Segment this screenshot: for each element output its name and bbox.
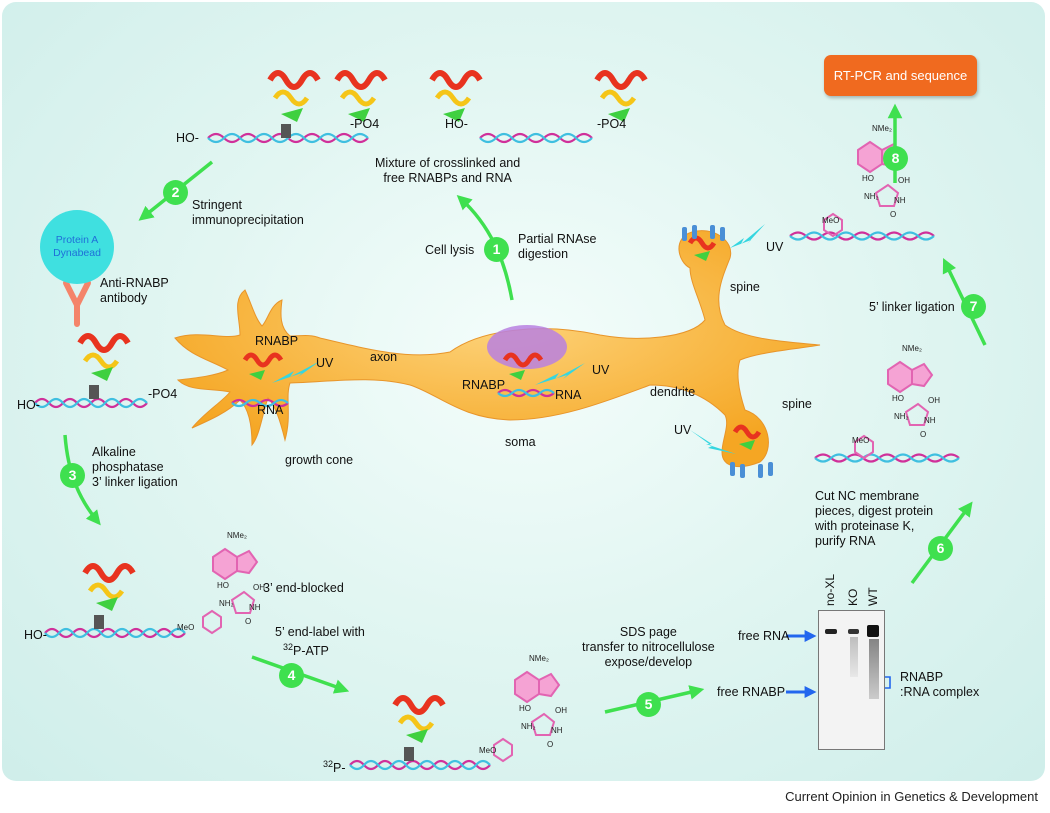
rna-end-po4-2: -PO4 xyxy=(597,117,627,131)
atom-label-base: NMe₂ xyxy=(529,654,549,663)
mixture-label: Mixture of crosslinked and free RNABPs a… xyxy=(375,156,521,185)
atom-label-nh2: NH₂ xyxy=(864,192,879,201)
atom-label-oh: OH xyxy=(555,706,567,715)
atom-label-ho: HO xyxy=(892,394,904,403)
smear-wt xyxy=(869,639,879,699)
step-2-label: Stringent immunoprecipitation xyxy=(192,198,304,227)
atom-label-base: NMe₂ xyxy=(227,531,247,540)
atom-label-nh2: NH₂ xyxy=(219,599,234,608)
rna-strands xyxy=(34,132,960,771)
antibody-label: Anti-RNABP antibody xyxy=(100,276,169,305)
lane-label-ko: KO xyxy=(846,588,860,606)
credit-line: Current Opinion in Genetics & Developmen… xyxy=(785,789,1038,804)
atom-label-meo: MeO xyxy=(822,216,840,225)
step-5-label: SDS page transfer to nitrocellulose expo… xyxy=(582,625,715,669)
rt-pcr-box: RT-PCR and sequence xyxy=(824,55,977,96)
rna-label-2: RNA xyxy=(555,388,582,402)
atom-label-meo: MeO xyxy=(852,436,870,445)
atom-label-base: NMe₂ xyxy=(902,344,922,353)
complex-bracket xyxy=(884,676,891,689)
atom-label-o: O xyxy=(920,430,927,439)
step-4-label-line2: 32P-ATP xyxy=(283,640,329,659)
uv-label-2: UV xyxy=(592,363,610,377)
atom-label-oh: OH xyxy=(928,396,940,405)
p-atp: P-ATP xyxy=(293,644,329,659)
protein-glyphs xyxy=(77,70,762,761)
rna-label-1: RNA xyxy=(257,403,284,417)
step-4-label: 5’ end-label with xyxy=(275,625,365,639)
atom-label-oh: OH xyxy=(898,176,910,185)
rna-end-po4-1: -PO4 xyxy=(350,117,380,131)
end-blocked-label: 3’ end-blocked xyxy=(263,581,344,595)
atom-label-ho: HO xyxy=(217,581,229,590)
step-1-label: Partial RNAse digestion xyxy=(518,232,597,261)
atom-label-o: O xyxy=(547,740,554,749)
rna-end-ho-1: HO- xyxy=(176,131,199,145)
step-5-badge: 5 xyxy=(636,692,661,717)
step-6-label: Cut NC membrane pieces, digest protein w… xyxy=(815,489,934,548)
lane-label-wt: WT xyxy=(866,587,880,606)
gel-blot xyxy=(818,610,885,750)
band-free-rna-ko xyxy=(848,629,859,634)
p32-mass: 32 xyxy=(323,759,334,769)
atom-label-nh: NH xyxy=(924,416,936,425)
smear-ko xyxy=(850,637,858,677)
free-rna-label: free RNA xyxy=(738,629,790,643)
uv-bolts xyxy=(272,224,765,454)
atom-label-nh: NH xyxy=(551,726,563,735)
dendrite-label: dendrite xyxy=(650,385,696,399)
step-6-badge: 6 xyxy=(928,536,953,561)
step-3-badge: 3 xyxy=(60,463,85,488)
p32-suffix: P- xyxy=(333,761,346,776)
step-8-badge: 8 xyxy=(883,146,908,171)
rna-end-ho-3: HO- xyxy=(17,398,40,412)
atom-label-ho: HO xyxy=(862,174,874,183)
spine-label-top: spine xyxy=(730,280,760,294)
step-2-badge: 2 xyxy=(163,180,188,205)
protein-a-dynabead: Protein A Dynabead xyxy=(40,210,114,284)
band-free-rna-noxl xyxy=(825,629,837,634)
rna-end-ho-2: HO- xyxy=(445,117,468,131)
atom-label-meo: MeO xyxy=(479,746,497,755)
step-4-badge: 4 xyxy=(279,663,304,688)
axon-label: axon xyxy=(370,350,398,364)
atom-label-meo: MeO xyxy=(177,623,195,632)
rnabp-label-1: RNABP xyxy=(255,334,299,348)
band-free-rna-wt xyxy=(867,625,879,637)
p32-sup: 32 xyxy=(283,642,294,652)
rna-end-32p: 32P- xyxy=(323,757,346,776)
antibody xyxy=(63,280,91,327)
complex-label: RNABP :RNA complex xyxy=(900,670,980,699)
atom-label-o: O xyxy=(245,617,252,626)
spine-label-bottom: spine xyxy=(782,397,812,411)
growth-cone-label: growth cone xyxy=(285,453,354,467)
dynabead-label: Protein A Dynabead xyxy=(53,234,101,259)
atom-label-o: O xyxy=(890,210,897,219)
nucleotide-glyphs xyxy=(202,140,934,763)
cell-lysis-label: Cell lysis xyxy=(425,243,475,257)
spine-receptors xyxy=(682,225,773,478)
soma-label: soma xyxy=(505,435,536,449)
step-3-label: Alkaline phosphatase 3’ linker ligation xyxy=(92,445,178,489)
atom-label-ho: HO xyxy=(519,704,531,713)
atom-label-oh: OH xyxy=(253,583,265,592)
free-rnabp-label: free RNABP xyxy=(717,685,786,699)
atom-label-nh2: NH₂ xyxy=(894,412,909,421)
step-7-badge: 7 xyxy=(961,294,986,319)
uv-label-4: UV xyxy=(766,240,784,254)
lane-label-noxl: no-XL xyxy=(823,573,837,606)
atom-label-nh: NH xyxy=(249,603,261,612)
step-1-badge: 1 xyxy=(484,237,509,262)
uv-label-1: UV xyxy=(316,356,334,370)
gel-arrows xyxy=(786,630,817,698)
rna-end-po4-3: -PO4 xyxy=(148,387,178,401)
atom-label-base: NMe₂ xyxy=(872,124,892,133)
rna-end-ho-4: HO- xyxy=(24,628,47,642)
step-7-label: 5’ linker ligation xyxy=(869,300,955,314)
atom-label-nh: NH xyxy=(894,196,906,205)
uv-label-3: UV xyxy=(674,423,692,437)
atom-label-nh2: NH₂ xyxy=(521,722,536,731)
rnabp-label-2: RNABP xyxy=(462,378,506,392)
